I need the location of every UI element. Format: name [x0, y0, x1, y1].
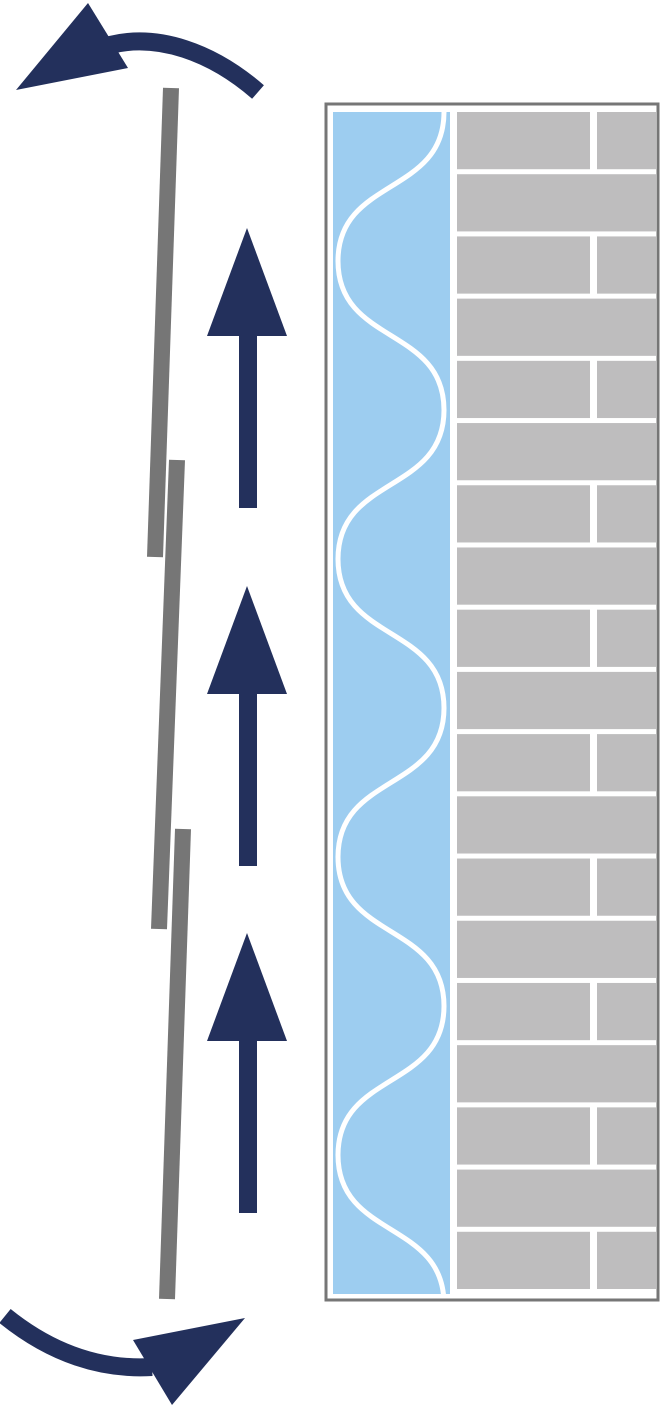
- arrow-up-icon: [207, 586, 287, 866]
- cladding-board: [159, 828, 191, 1300]
- arrow-head: [207, 586, 287, 694]
- arrow-head: [207, 228, 287, 336]
- upward-airflow-arrows: [207, 228, 287, 1213]
- wall-outline: [324, 102, 660, 1302]
- curved-arrow-intake-icon: [0, 1308, 245, 1405]
- brick: [457, 1107, 590, 1165]
- brick-wall: [456, 112, 656, 1294]
- brick: [597, 236, 656, 294]
- brick: [457, 112, 590, 170]
- arrow-shaft: [239, 1038, 257, 1213]
- brick: [457, 1231, 590, 1289]
- intake-arrowhead: [133, 1318, 245, 1405]
- intake-arc: [0, 1308, 153, 1377]
- brick: [457, 423, 656, 481]
- brick: [457, 858, 590, 916]
- brick: [457, 360, 590, 419]
- brick: [597, 485, 656, 543]
- cladding-board: [151, 459, 185, 930]
- cladding-board: [147, 87, 179, 558]
- brick: [457, 920, 656, 978]
- cladding-boards: [147, 87, 191, 1300]
- brick: [457, 609, 590, 667]
- brick: [457, 734, 590, 792]
- arrow-up-icon: [207, 228, 287, 508]
- brick: [597, 858, 656, 916]
- brick: [597, 734, 656, 792]
- brick: [457, 982, 590, 1041]
- arrow-shaft: [239, 691, 257, 866]
- brick: [597, 1231, 656, 1289]
- brick: [457, 1169, 656, 1227]
- insulation-wave-pattern: [335, 111, 447, 1305]
- brick: [597, 1107, 656, 1165]
- brick: [597, 982, 656, 1041]
- brick: [457, 1045, 656, 1103]
- brick: [457, 796, 656, 854]
- brick: [457, 174, 656, 232]
- brick: [457, 236, 590, 294]
- arrow-up-icon: [207, 933, 287, 1213]
- brick: [597, 609, 656, 667]
- arrow-head: [207, 933, 287, 1041]
- brick: [457, 671, 656, 730]
- brick: [457, 485, 590, 543]
- brick: [457, 298, 656, 356]
- brick: [597, 112, 656, 170]
- curved-arrow-exhaust-icon: [16, 3, 264, 99]
- brick: [597, 360, 656, 419]
- arrow-shaft: [239, 333, 257, 508]
- exhaust-arc: [107, 32, 264, 99]
- exhaust-arrowhead: [16, 3, 128, 90]
- brick: [457, 547, 656, 605]
